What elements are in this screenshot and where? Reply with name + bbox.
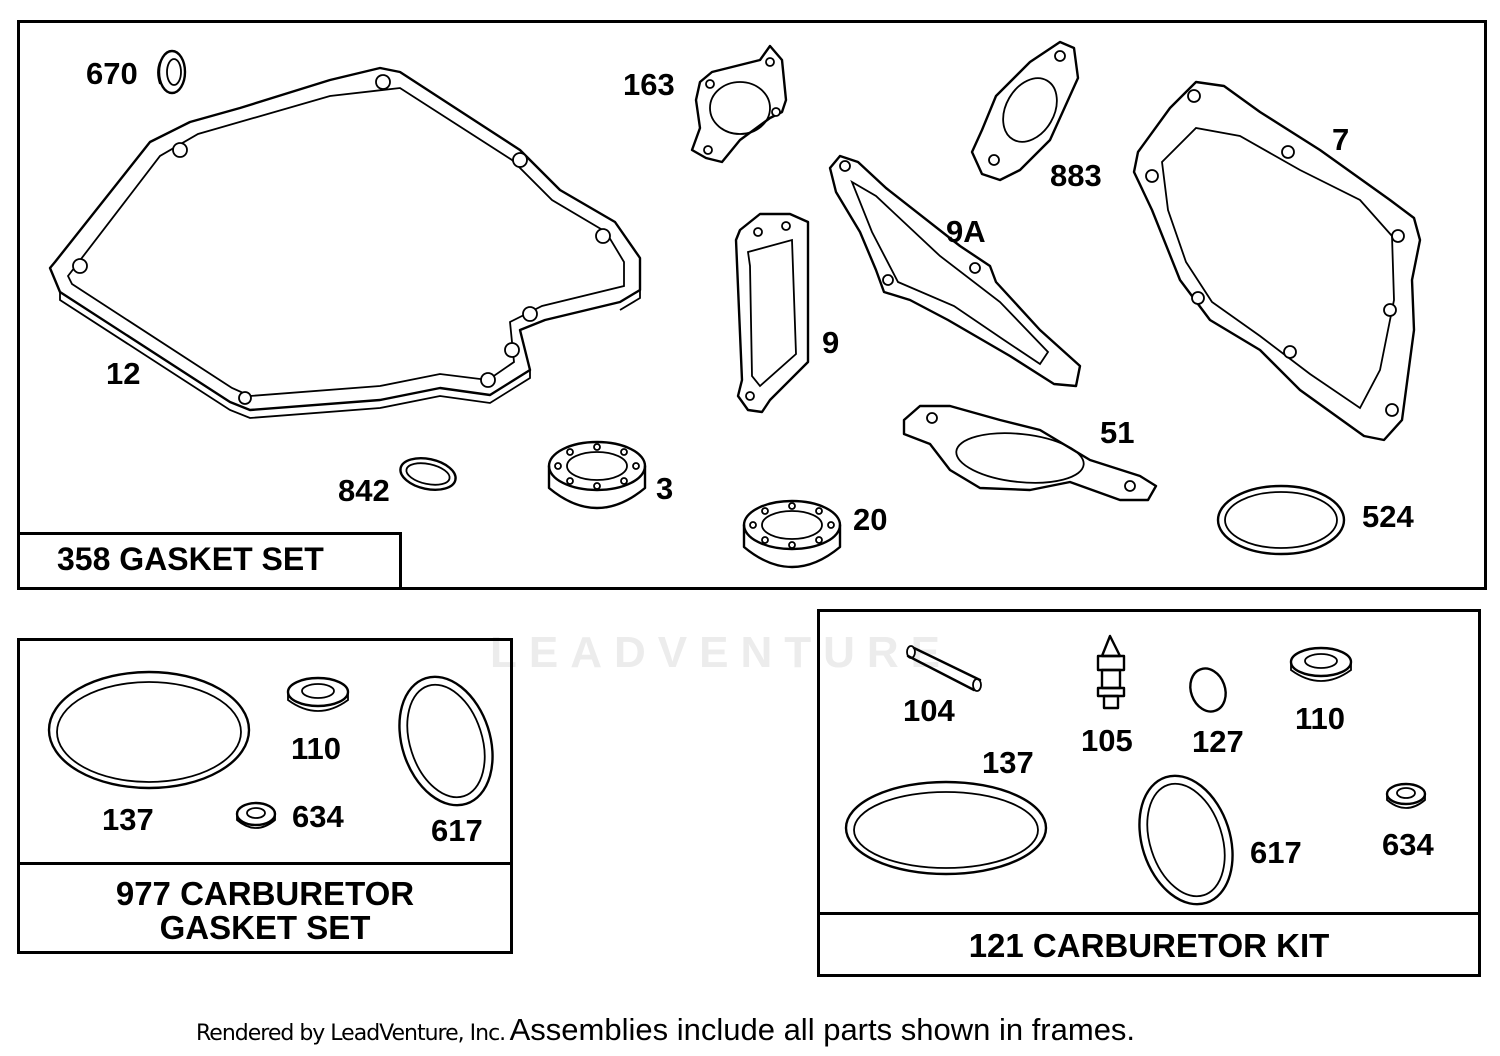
label-7: 7 (1332, 122, 1350, 157)
gasket-set-title-box (17, 532, 402, 590)
cgs-part-137-ring (47, 670, 251, 790)
label-163: 163 (623, 67, 675, 102)
cgs-label-110: 110 (291, 731, 342, 766)
kit-part-110-washer (1289, 646, 1353, 682)
part-9-gasket (734, 212, 810, 414)
part-3-seal (547, 440, 647, 510)
footer: Rendered by LeadVenture, Inc. Assemblies… (196, 1012, 1135, 1048)
cgs-part-617-ring (398, 675, 494, 807)
part-12-crankcase-gasket (48, 66, 642, 419)
footer-note: Assemblies include all parts shown in fr… (509, 1012, 1136, 1047)
part-524-ring (1216, 484, 1346, 556)
label-524: 524 (1362, 499, 1414, 534)
kit-part-137-ring (844, 780, 1048, 876)
carb-gasket-set-title-box: 977 CARBURETOR GASKET SET (17, 862, 513, 954)
carb-gasket-set-title-line1: 977 CARBURETOR (115, 875, 415, 912)
cgs-label-634: 634 (292, 799, 344, 834)
kit-label-127: 127 (1192, 724, 1244, 759)
kit-part-127-plug (1189, 667, 1227, 713)
carb-kit-title-box: 121 CARBURETOR KIT (817, 912, 1481, 977)
part-20-seal (742, 499, 842, 569)
kit-label-137: 137 (982, 745, 1034, 780)
cgs-part-634-washer (235, 801, 277, 829)
carb-gasket-set-frame (17, 638, 513, 954)
cgs-label-137: 137 (102, 802, 154, 837)
gasket-set-title: 358 GASKET SET (57, 541, 324, 577)
label-12: 12 (106, 356, 141, 391)
kit-part-104-pin (906, 645, 982, 692)
part-670-washer (157, 49, 187, 95)
kit-part-617-ring (1138, 774, 1234, 906)
label-842: 842 (338, 473, 390, 508)
part-163-gasket (690, 44, 788, 164)
kit-label-110: 110 (1295, 701, 1346, 736)
carb-kit-title: 121 CARBURETOR KIT (817, 912, 1481, 963)
kit-label-634: 634 (1382, 827, 1434, 862)
label-51: 51 (1100, 415, 1135, 450)
part-883-gasket (970, 40, 1080, 182)
carb-kit-frame (817, 609, 1481, 977)
part-9a-gasket (828, 154, 1082, 388)
part-7-head-gasket (1132, 80, 1422, 442)
kit-label-105: 105 (1081, 723, 1133, 758)
label-20: 20 (853, 502, 888, 537)
label-9a: 9A (946, 214, 986, 249)
kit-part-105-needle (1096, 634, 1126, 710)
kit-label-617: 617 (1250, 835, 1302, 870)
watermark-text: LEADVENTURE (490, 628, 953, 677)
label-670: 670 (86, 56, 138, 91)
label-3: 3 (656, 471, 674, 506)
cgs-label-617: 617 (431, 813, 483, 848)
gasket-set-frame (17, 20, 1487, 590)
part-842-oring (399, 457, 457, 491)
part-51-gasket (902, 404, 1158, 502)
kit-part-634-washer (1385, 782, 1427, 809)
carb-gasket-set-title-line2: GASKET SET (159, 909, 371, 946)
footer-credit: Rendered by LeadVenture, Inc. (196, 1021, 506, 1046)
kit-label-104: 104 (903, 693, 955, 728)
label-883: 883 (1050, 158, 1102, 193)
cgs-part-110-washer (286, 676, 350, 712)
label-9: 9 (822, 325, 840, 360)
